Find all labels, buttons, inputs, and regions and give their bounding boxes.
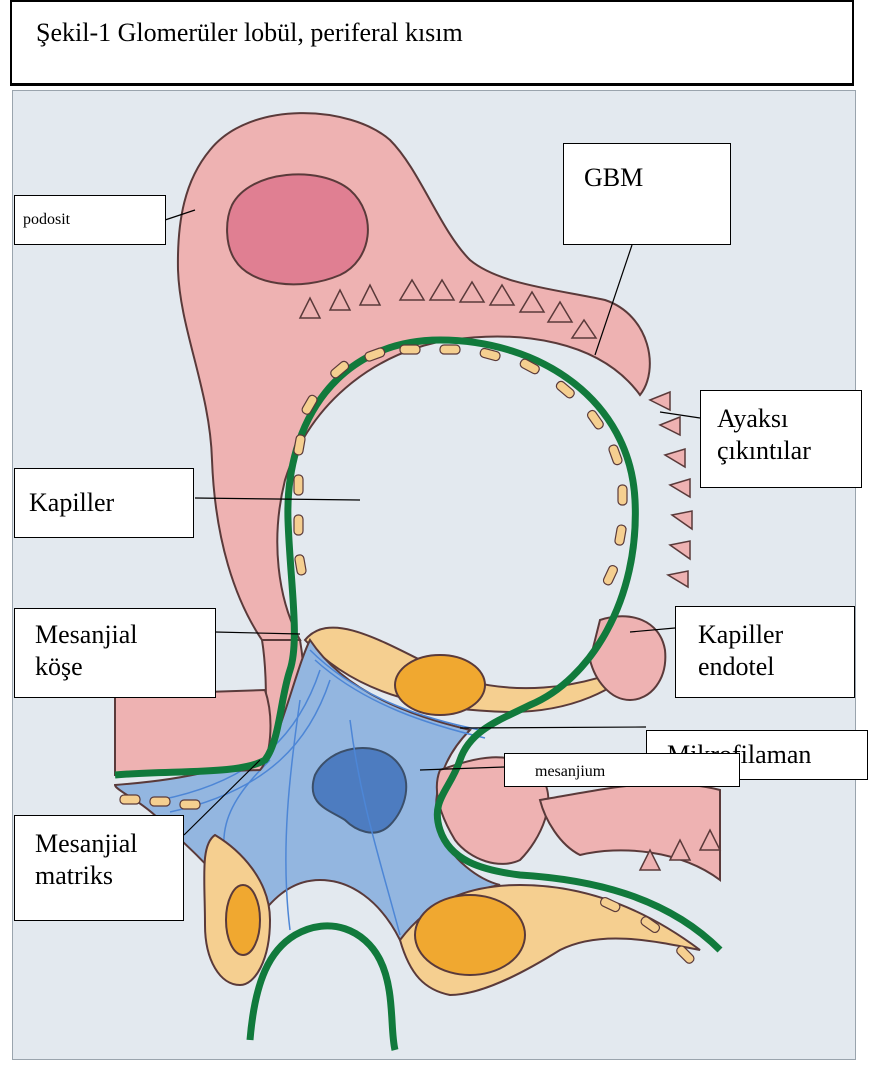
label-ayaksi-text: Ayaksı çıkıntılar xyxy=(717,403,811,466)
label-gbm-text: GBM xyxy=(584,162,643,194)
label-podosit: podosit xyxy=(14,195,166,245)
label-mesanjial-kose: Mesanjial köşe xyxy=(14,608,216,698)
podocyte-process-left xyxy=(115,690,270,775)
podocyte-process-far-right xyxy=(540,784,720,880)
label-kapiller-text: Kapiller xyxy=(29,487,114,519)
label-kapiller: Kapiller xyxy=(14,468,194,538)
podocyte-nucleus xyxy=(227,174,368,284)
endothelial-nucleus xyxy=(395,655,485,715)
label-podosit-text: podosit xyxy=(23,210,70,230)
label-ayaksi-cikintilar: Ayaksı çıkıntılar xyxy=(700,390,862,488)
label-kapiller-endotel: Kapiller endotel xyxy=(675,606,855,698)
label-mesanjium: mesanjium xyxy=(504,753,740,787)
label-gbm: GBM xyxy=(563,143,731,245)
gbm-lower-branch xyxy=(250,926,395,1050)
label-mesanjial-kose-text: Mesanjial köşe xyxy=(35,619,138,682)
label-mesanjium-text: mesanjium xyxy=(535,762,605,782)
endothelial-nucleus-right xyxy=(415,895,525,975)
endothelial-nucleus-left xyxy=(226,885,260,955)
label-mesanjial-matriks: Mesanjial matriks xyxy=(14,815,184,921)
label-mesanjial-matriks-text: Mesanjial matriks xyxy=(35,828,138,891)
label-kapiller-endotel-text: Kapiller endotel xyxy=(698,619,783,682)
